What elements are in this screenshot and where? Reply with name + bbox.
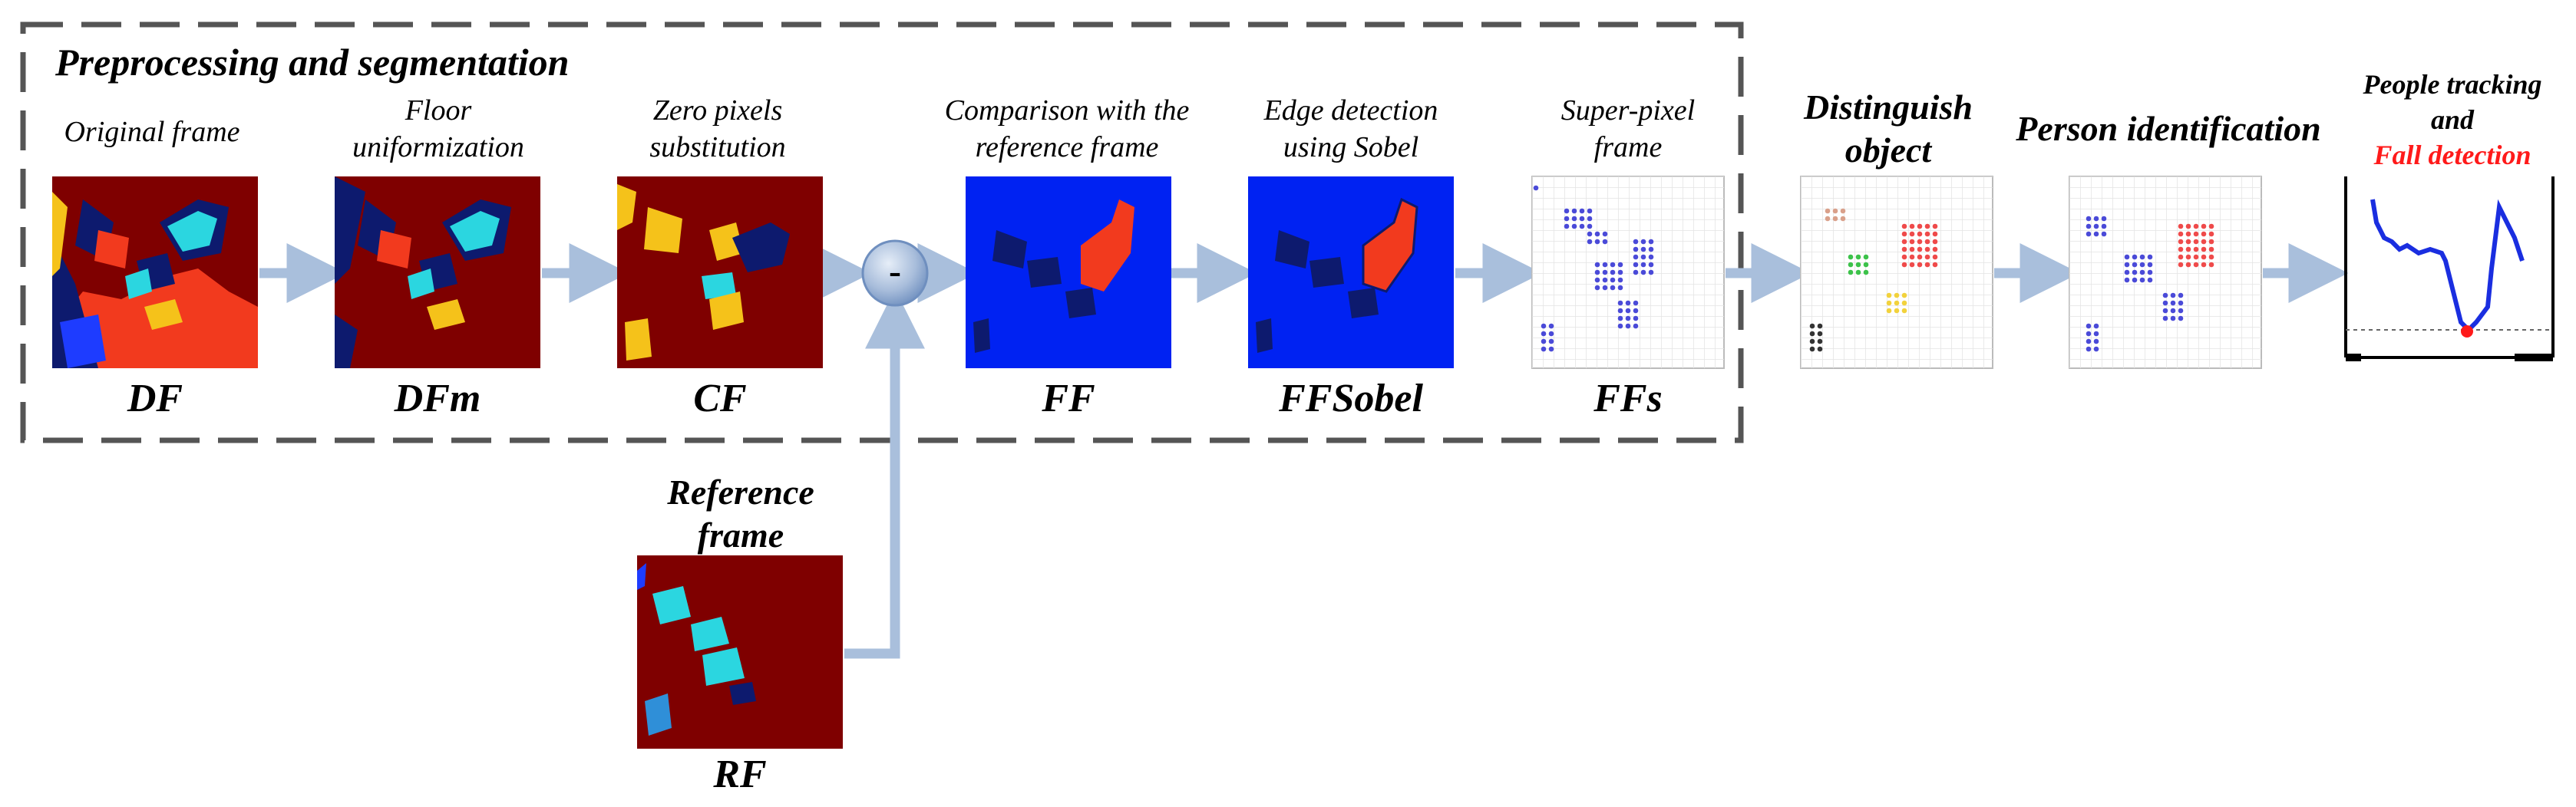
label-ffsobel: FFSobel (1279, 377, 1423, 420)
distinguish-image (1800, 176, 1993, 369)
person-identification-title: Person identification (2016, 109, 2321, 148)
label-df: DF (127, 377, 183, 420)
identification-image (2069, 176, 2262, 369)
caption-edge-detection: Edge detection using Sobel (1263, 94, 1438, 163)
distinguish-object-title: Distinguish object (1804, 87, 1973, 170)
subtraction-operator (861, 239, 929, 307)
people-tracking-line2: and (2430, 104, 2475, 135)
ff-image (966, 176, 1171, 368)
arrow-rf-op (844, 288, 925, 659)
ffsobel-image (1248, 176, 1454, 368)
caption-original-frame: Original frame (64, 116, 240, 148)
caption-comparison: Comparison with the reference frame (944, 94, 1190, 163)
fall-detection-label: Fall detection (2373, 140, 2531, 170)
label-ff: FF (1042, 377, 1095, 420)
operator-symbol: - (889, 251, 901, 292)
label-cf: CF (693, 377, 747, 420)
preprocessing-title: Preprocessing and segmentation (55, 41, 570, 84)
flow-arrows (259, 243, 2349, 659)
people-tracking-line1: People tracking (2363, 69, 2542, 100)
caption-reference-frame: Reference frame (667, 473, 814, 555)
preprocessing-box (20, 21, 1744, 443)
cf-image (617, 176, 823, 368)
caption-super-pixel: Super-pixel frame (1560, 94, 1696, 163)
caption-zero-pixels: Zero pixels substitution (649, 94, 786, 163)
tracking-plot (2344, 176, 2555, 361)
dfm-image (335, 176, 540, 368)
ffs-image (1531, 176, 1725, 369)
label-rf: RF (713, 753, 767, 796)
rf-image (637, 555, 843, 749)
df-image (52, 176, 258, 368)
caption-floor-uniformization: Floor uniformization (352, 94, 524, 163)
label-ffs: FFs (1593, 377, 1663, 420)
label-dfm: DFm (394, 377, 481, 420)
